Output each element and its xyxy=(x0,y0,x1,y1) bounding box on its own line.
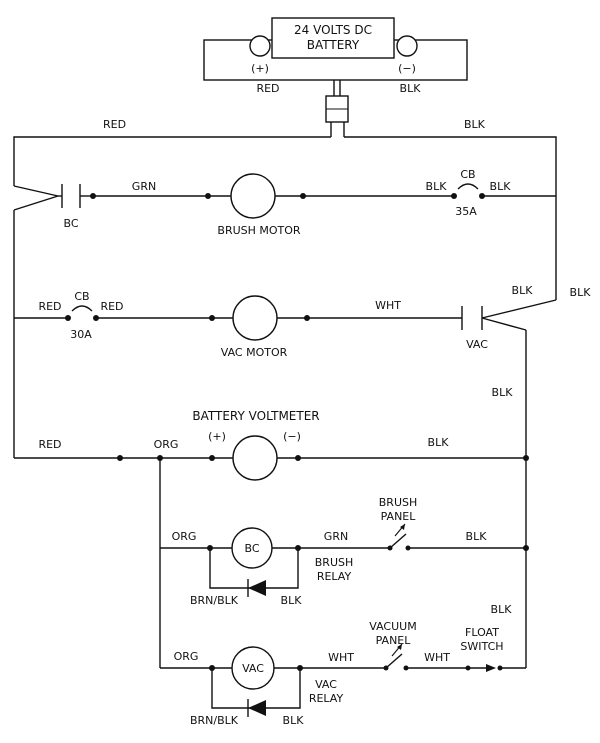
cb30-rating: 30A xyxy=(70,328,92,341)
right-blk-label-b: BLK xyxy=(570,286,592,299)
brush-grn-label: GRN xyxy=(132,180,156,193)
right-blk-label-a: BLK xyxy=(512,284,534,297)
brush-relay-label-2: RELAY xyxy=(317,570,352,583)
bc-diode-left-label: BRN/BLK xyxy=(190,594,239,607)
battery-neg-label: (−) xyxy=(398,62,416,75)
battery-connector xyxy=(325,80,349,137)
vac-relay-wht-label: WHT xyxy=(328,651,354,664)
battery-label-line1: 24 VOLTS DC xyxy=(294,23,372,37)
vac-relay-blk-top-label: BLK xyxy=(491,603,513,616)
cb-35a-arc xyxy=(457,183,479,190)
bc-coil-label: BC xyxy=(244,542,259,555)
top-blk-label: BLK xyxy=(464,118,486,131)
battery-box xyxy=(271,17,395,59)
float-switch-label-2: SWITCH xyxy=(460,640,503,653)
cb35-left-wire-label: BLK xyxy=(426,180,448,193)
vac-diode-right-label: BLK xyxy=(283,714,305,727)
battery: 24 VOLTS DC BATTERY (+) (−) RED BLK xyxy=(203,17,468,95)
vacuum-panel-label-2: PANEL xyxy=(376,634,412,647)
cb-30a-arc xyxy=(71,305,93,312)
voltmeter-red-label: RED xyxy=(38,438,61,451)
bc-contact-label: BC xyxy=(63,217,78,230)
brush-motor-label: BRUSH MOTOR xyxy=(217,224,301,237)
cb30-red-left-label: RED xyxy=(38,300,61,313)
voltmeter-neg-label: (−) xyxy=(283,430,301,443)
vac-relay-row: BLK ORG VAC WHT VAC RELAY VACUUM PANEL W… xyxy=(160,603,526,727)
bc-blk-label: BLK xyxy=(466,530,488,543)
vac-motor xyxy=(232,295,278,341)
bc-org-label: ORG xyxy=(172,530,197,543)
vac-relay-label-1: VAC xyxy=(315,678,337,691)
red-main-wire xyxy=(13,136,331,186)
voltmeter-title: BATTERY VOLTMETER xyxy=(192,409,319,423)
bc-diode xyxy=(248,580,266,596)
vac-coil-label: VAC xyxy=(242,662,264,675)
battery-label-line2: BATTERY xyxy=(307,38,360,52)
bc-diode-right-label: BLK xyxy=(281,594,303,607)
vac-motor-label: VAC MOTOR xyxy=(221,346,288,359)
voltmeter-org-label: ORG xyxy=(154,438,179,451)
brush-panel-label-2: PANEL xyxy=(381,510,417,523)
brush-panel-label-1: BRUSH xyxy=(379,496,418,509)
bc-grn-label: GRN xyxy=(324,530,348,543)
vac-diode xyxy=(248,700,266,716)
brush-relay-label-1: BRUSH xyxy=(315,556,354,569)
battery-pos-label: (+) xyxy=(251,62,269,75)
vac-motor-row: RED CB RED 30A VAC MOTOR WHT VAC xyxy=(14,290,557,359)
vac-diode-left-label: BRN/BLK xyxy=(190,714,239,727)
cb30-label: CB xyxy=(74,290,89,303)
vacuum-panel-label-1: VACUUM xyxy=(369,620,416,633)
cb35-rating: 35A xyxy=(455,205,477,218)
vacuum-panel-switch xyxy=(385,653,403,669)
vac-relay-org-label: ORG xyxy=(174,650,199,663)
brush-panel-switch xyxy=(389,533,407,549)
battery-neg-terminal xyxy=(396,35,418,57)
vac-relay-wht2-label: WHT xyxy=(424,651,450,664)
vac-blk-down-label: BLK xyxy=(492,386,514,399)
cb35-right-wire-label: BLK xyxy=(490,180,512,193)
battery-neg-wire-label: BLK xyxy=(400,82,422,95)
voltmeter-row: RED ORG BATTERY VOLTMETER (+) (−) BLK xyxy=(13,318,529,481)
cb35-label: CB xyxy=(460,168,475,181)
blk-main-wire xyxy=(344,136,557,300)
vac-contact-label: VAC xyxy=(466,338,488,351)
float-switch-label-1: FLOAT xyxy=(465,626,499,639)
battery-pos-wire-label: RED xyxy=(256,82,279,95)
brush-motor xyxy=(230,173,276,219)
brush-motor-row: BC GRN BRUSH MOTOR BLK CB BLK 35A xyxy=(13,168,556,237)
battery-pos-terminal xyxy=(249,35,271,57)
voltmeter-blk-label: BLK xyxy=(428,436,450,449)
vac-relay-label-2: RELAY xyxy=(309,692,344,705)
battery-voltmeter xyxy=(232,435,278,481)
cb30-red-right-label: RED xyxy=(100,300,123,313)
brush-relay-row: ORG BC GRN BRUSH RELAY BRUSH PANEL BLK B… xyxy=(160,496,529,607)
top-red-label: RED xyxy=(103,118,126,131)
voltmeter-pos-label: (+) xyxy=(208,430,226,443)
vac-wht-label: WHT xyxy=(375,299,401,312)
